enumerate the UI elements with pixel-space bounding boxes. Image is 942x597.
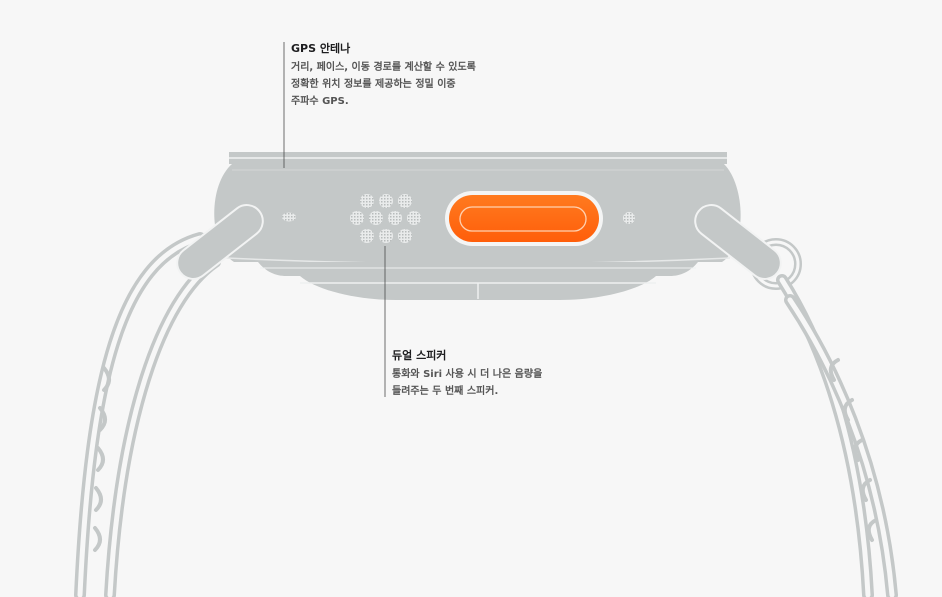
band-lug-right [694, 204, 782, 280]
gps-desc-line: 거리, 페이스, 이동 경로를 계산할 수 있도록 [291, 62, 476, 73]
dual-speaker-description: 통화와 Siri 사용 시 더 나은 음량을 들려주는 두 번째 스피커. [392, 366, 542, 400]
gps-antenna-callout: GPS 안테나 거리, 페이스, 이동 경로를 계산할 수 있도록 정확한 위치… [291, 41, 476, 110]
band-lug-left [176, 204, 264, 280]
speaker-grille [350, 194, 421, 243]
speaker-desc-line: 들려주는 두 번째 스피커. [392, 386, 499, 397]
action-button [445, 191, 603, 246]
dual-speaker-title: 듀얼 스피커 [392, 349, 447, 362]
side-hole-right [623, 212, 635, 224]
loop-band-right [750, 238, 898, 597]
loop-band-left [74, 232, 221, 597]
gps-antenna-description: 거리, 페이스, 이동 경로를 계산할 수 있도록 정확한 위치 정보를 제공하… [291, 59, 476, 110]
speaker-desc-line: 통화와 Siri 사용 시 더 나은 음량을 [392, 369, 543, 380]
side-hole-left [282, 212, 296, 222]
gps-desc-line: 정확한 위치 정보를 제공하는 정밀 이중 [291, 79, 456, 90]
gps-desc-line: 주파수 GPS. [291, 96, 349, 107]
dual-speaker-callout: 듀얼 스피커 통화와 Siri 사용 시 더 나은 음량을 들려주는 두 번째 … [392, 348, 542, 400]
gps-antenna-title: GPS 안테나 [291, 42, 351, 55]
